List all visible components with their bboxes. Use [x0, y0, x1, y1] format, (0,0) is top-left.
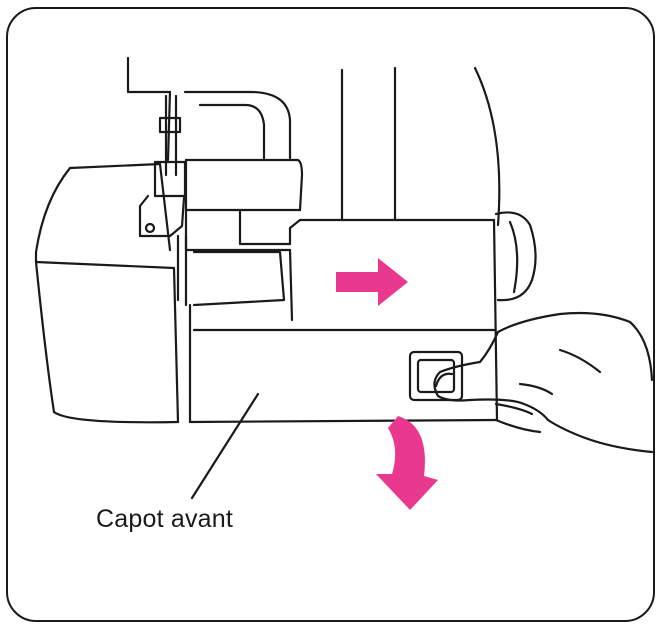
hand [433, 311, 654, 454]
figure-frame [6, 7, 655, 622]
top-cap [184, 158, 304, 252]
curved-down-arrow-icon [376, 416, 438, 510]
upper-arm [126, 56, 292, 162]
needle-assembly [138, 94, 188, 307]
callout-leader-line [190, 392, 260, 500]
front-cover-label: Capot avant [96, 505, 234, 533]
handwheel [494, 211, 537, 302]
right-arrow-icon [336, 258, 408, 306]
rear-housing [340, 66, 501, 227]
left-cover [34, 162, 180, 424]
